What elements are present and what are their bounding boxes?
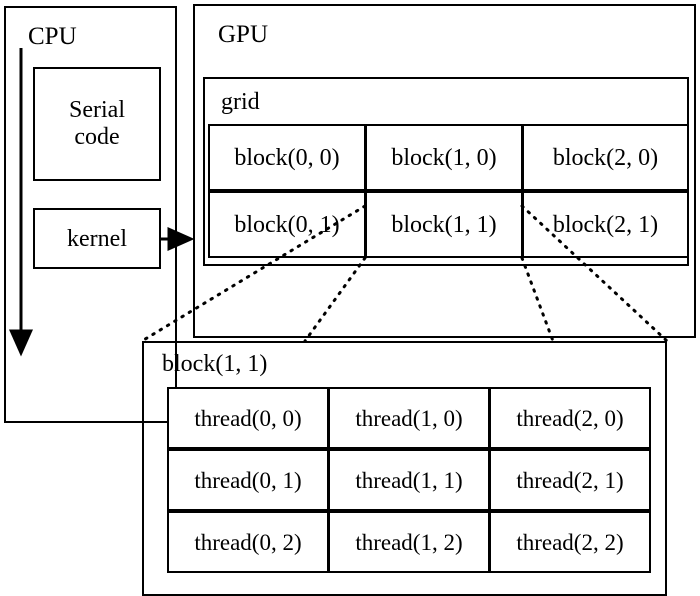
thread-label: thread(1, 0) (355, 405, 463, 431)
thread-cell: thread(2, 2) (489, 511, 651, 573)
thread-label: thread(1, 2) (355, 529, 463, 555)
serial-code-line-1: Serial (69, 97, 125, 124)
grid-block-cell: block(0, 0) (208, 124, 366, 191)
grid-block-label: block(1, 1) (391, 211, 497, 238)
thread-label: thread(2, 1) (516, 467, 624, 493)
block-detail-label: block(1, 1) (162, 351, 268, 377)
grid-block-cell: block(1, 0) (365, 124, 523, 191)
thread-cell: thread(0, 2) (167, 511, 329, 573)
gpu-label: GPU (218, 21, 269, 48)
grid-block-label: block(0, 1) (234, 211, 340, 238)
serial-code-line-2: code (74, 124, 120, 150)
serial-code-label: Serial code (33, 67, 161, 181)
thread-label: thread(0, 0) (194, 405, 302, 431)
grid-block-label: block(1, 0) (391, 144, 497, 171)
grid-block-cell: block(0, 1) (208, 191, 366, 258)
thread-label: thread(0, 2) (194, 529, 302, 555)
thread-label: thread(1, 1) (355, 467, 463, 493)
thread-cell: thread(2, 1) (489, 449, 651, 511)
grid-block-cell: block(2, 0) (522, 124, 689, 191)
thread-cell: thread(0, 1) (167, 449, 329, 511)
thread-cell: thread(0, 0) (167, 387, 329, 449)
thread-label: thread(2, 2) (516, 529, 624, 555)
thread-cell: thread(1, 2) (328, 511, 490, 573)
grid-block-cell: block(2, 1) (522, 191, 689, 258)
kernel-label: kernel (67, 225, 127, 252)
thread-label: thread(0, 1) (194, 467, 302, 493)
gpu-container (193, 4, 696, 338)
grid-block-cell-selected: block(1, 1) (365, 191, 523, 258)
thread-cell: thread(1, 1) (328, 449, 490, 511)
cpu-label: CPU (28, 23, 77, 50)
grid-label: grid (221, 89, 260, 115)
grid-block-label: block(2, 1) (552, 211, 659, 238)
block-detail-container (142, 341, 667, 596)
grid-block-label: block(0, 0) (234, 144, 340, 171)
thread-cell: thread(1, 0) (328, 387, 490, 449)
thread-cell: thread(2, 0) (489, 387, 651, 449)
serial-code-box (33, 67, 161, 181)
thread-label: thread(2, 0) (516, 405, 624, 431)
grid-block-label: block(2, 0) (552, 144, 659, 171)
